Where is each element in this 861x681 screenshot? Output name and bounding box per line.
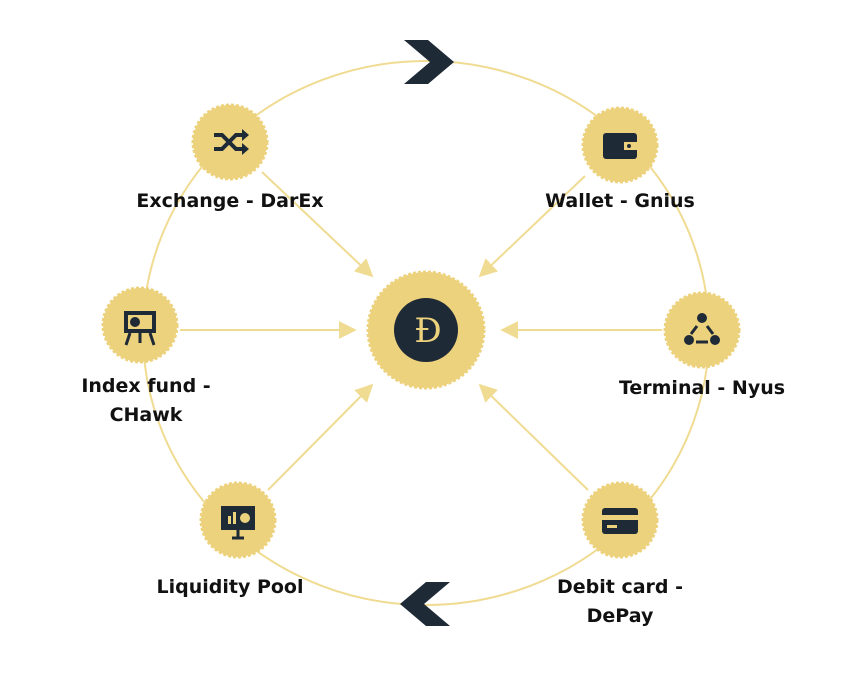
node-label-wallet: Wallet - Gnius [545, 190, 695, 212]
label-line: DePay [586, 605, 654, 627]
coin-logo-icon: Đ [414, 311, 441, 351]
network-icon [684, 313, 720, 345]
presentation-board-icon [124, 311, 156, 346]
arrow-liquidity-to-center [267, 383, 374, 491]
node-exchange [191, 103, 269, 181]
node-label-liquidity: Liquidity Pool [156, 576, 304, 598]
arrow-wallet-to-center [478, 175, 586, 278]
shuffle-icon [214, 129, 249, 155]
arrow-exchange-to-center [261, 171, 374, 278]
arrow-debit-to-center [478, 383, 589, 491]
node-liquidity [199, 481, 277, 559]
chevron-left-icon [400, 582, 450, 626]
center-coin: Đ [366, 270, 486, 390]
node-label-terminal: Terminal - Nyus [618, 377, 786, 399]
label-line: Index fund - [81, 375, 211, 397]
node-terminal [663, 291, 741, 369]
node-label-exchange: Exchange - DarEx [136, 190, 324, 212]
label-line: CHawk [109, 404, 183, 426]
credit-card-icon [602, 508, 638, 534]
node-index [101, 286, 179, 364]
node-wallet [581, 106, 659, 184]
chart-board-icon [221, 506, 255, 540]
node-label-index: Index fund - CHawk [81, 372, 210, 430]
node-debit [581, 481, 659, 559]
label-line: Debit card - [556, 576, 684, 598]
wallet-icon [603, 133, 637, 159]
node-label-debit: Debit card - DePay [557, 573, 683, 631]
chevron-right-icon [404, 40, 454, 84]
